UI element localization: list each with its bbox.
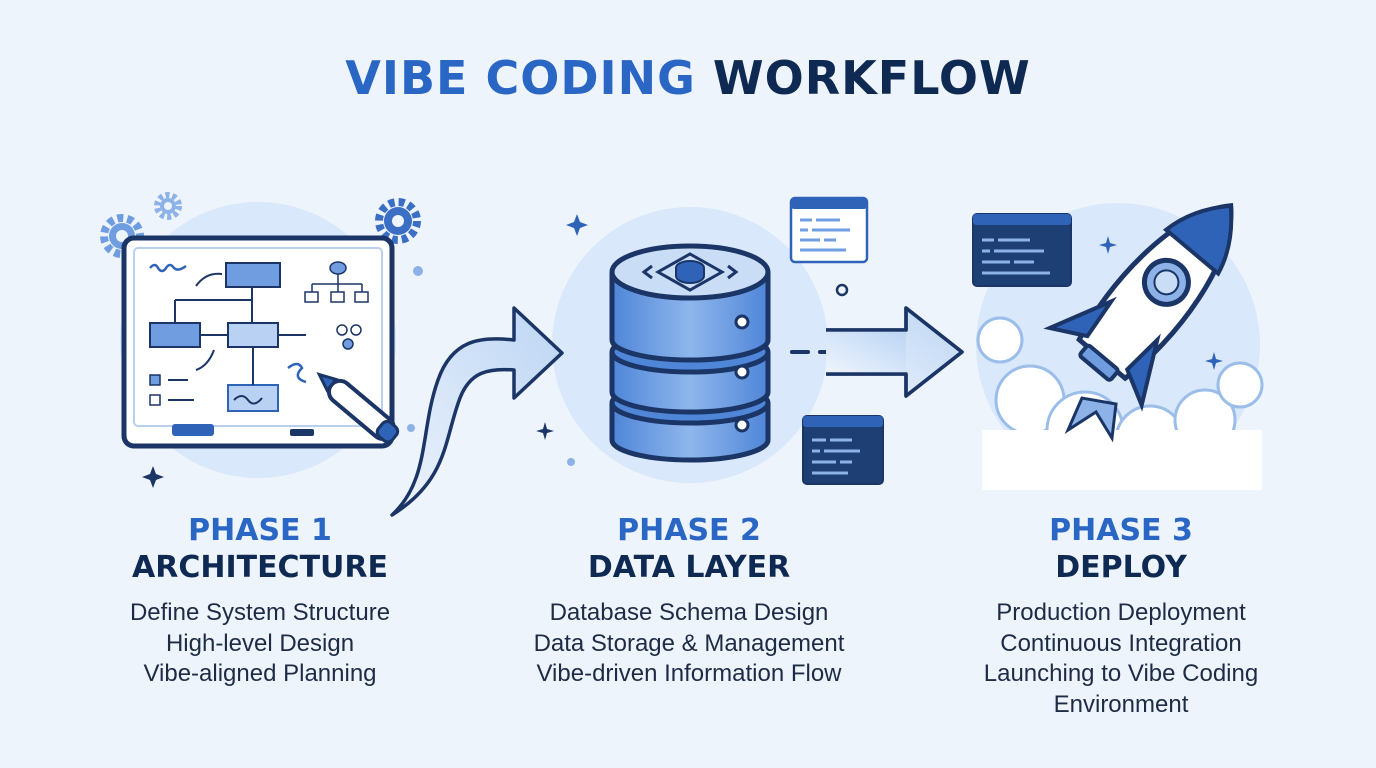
phase-3: PHASE 3 DEPLOY Production Deployment Con… xyxy=(921,512,1321,720)
code-window-icon xyxy=(972,213,1072,287)
phase-name: DEPLOY xyxy=(1055,550,1187,585)
phase-1: PHASE 1 ARCHITECTURE Define System Struc… xyxy=(60,512,460,690)
phase-description-line: Production Deployment xyxy=(996,599,1246,626)
phase-2: PHASE 2 DATA LAYER Database Schema Desig… xyxy=(489,512,889,690)
database-icon xyxy=(536,196,884,485)
whiteboard-icon xyxy=(100,192,423,488)
arrow-icon xyxy=(790,306,964,398)
phase-description-line: Environment xyxy=(1053,690,1189,718)
phase-number: PHASE 3 xyxy=(1049,513,1193,548)
marker-icon xyxy=(316,372,400,444)
title-part-1: VIBE CODING xyxy=(345,51,696,105)
gear-icon xyxy=(154,192,182,220)
rocket-icon xyxy=(972,203,1264,490)
phase-description-line: Define System Structure xyxy=(129,599,391,626)
phase-name: ARCHITECTURE xyxy=(132,550,388,585)
phase-description-line: Launching to Vibe Coding xyxy=(983,660,1259,687)
phase-description-line: Database Schema Design xyxy=(549,599,829,626)
phase-description-line: Data Storage & Management xyxy=(533,629,845,657)
title-part-2: WORKFLOW xyxy=(712,51,1031,105)
phase-description-line: Vibe-driven Information Flow xyxy=(536,660,842,687)
gear-icon xyxy=(375,198,421,244)
phase-number: PHASE 2 xyxy=(617,513,761,548)
phase-description-line: Vibe-aligned Planning xyxy=(143,660,377,687)
phase-name: DATA LAYER xyxy=(587,550,791,585)
code-window-icon xyxy=(789,196,869,264)
page-title: VIBE CODING WORKFLOW xyxy=(0,50,1376,106)
phase-number: PHASE 1 xyxy=(188,513,332,548)
phase-description-line: High-level Design xyxy=(165,629,355,657)
phase-description-line: Continuous Integration xyxy=(1000,629,1242,657)
code-window-icon xyxy=(802,415,884,485)
arrow-icon xyxy=(390,306,564,517)
